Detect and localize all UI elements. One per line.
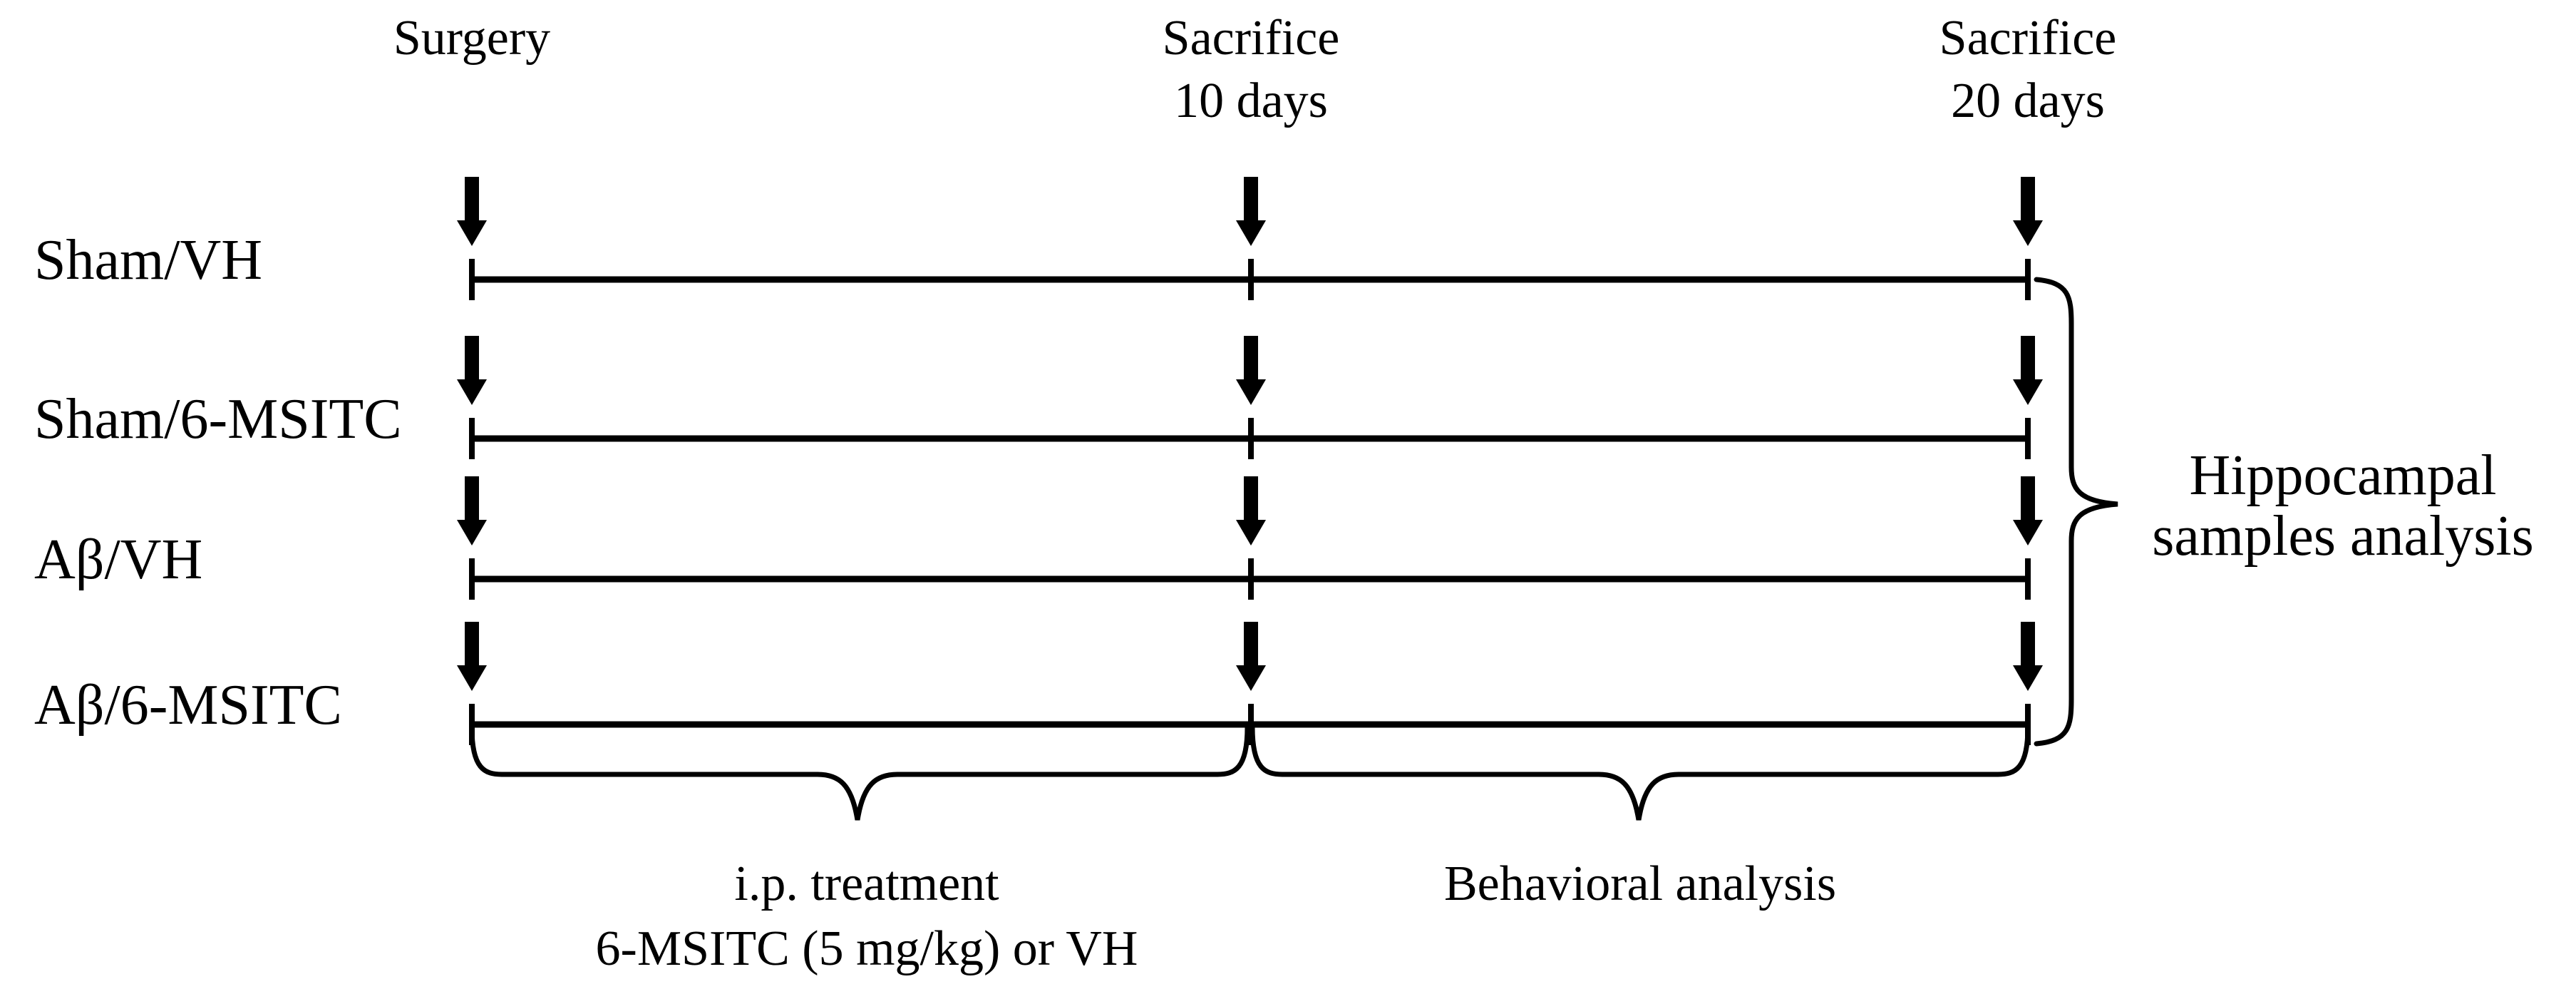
down-arrow-shaft: [465, 177, 479, 222]
treatment-line1: i.p. treatment: [734, 856, 999, 911]
timepoint-tick: [2025, 558, 2031, 600]
timepoint-tick: [469, 558, 475, 600]
hippocampal-line2: samples analysis: [2152, 505, 2534, 568]
group-label-abeta-vh: Aβ/VH: [34, 528, 203, 591]
down-arrow-head: [1236, 220, 1266, 246]
hippocampal-annotation: Hippocampal samples analysis: [2152, 446, 2533, 567]
timepoint-label-sacrifice-10-days: Sacrifice 10 days: [1163, 7, 1340, 133]
down-arrow-head: [457, 665, 487, 691]
treatment-period-brace: [469, 724, 1250, 821]
down-arrow-head: [2013, 520, 2043, 545]
group-label-sham-6msitc: Sham/6-MSITC: [34, 388, 402, 451]
down-arrow-shaft: [1244, 177, 1258, 222]
timepoint-title: Sacrifice: [1162, 11, 1340, 66]
timepoint-label-sacrifice-20-days: Sacrifice 20 days: [1939, 7, 2117, 133]
group-label-sham-vh: Sham/VH: [34, 229, 262, 292]
timepoint-tick: [1248, 558, 1254, 600]
timepoint-tick: [1248, 418, 1254, 459]
down-arrow-shaft: [2021, 622, 2035, 667]
down-arrow-shaft: [465, 622, 479, 667]
group-label-abeta-6msitc: Aβ/6-MSITC: [34, 674, 342, 737]
timepoint-tick: [469, 418, 475, 459]
behavioral-period-brace: [1250, 724, 2031, 821]
timepoint-subtitle: 10 days: [1174, 73, 1328, 128]
down-arrow-head: [2013, 665, 2043, 691]
down-arrow-shaft: [2021, 336, 2035, 381]
down-arrow-shaft: [2021, 476, 2035, 521]
down-arrow-head: [1236, 520, 1266, 545]
down-arrow-head: [1236, 665, 1266, 691]
down-arrow-shaft: [1244, 336, 1258, 381]
timepoint-label-surgery: Surgery: [393, 7, 550, 70]
down-arrow-shaft: [1244, 622, 1258, 667]
treatment-annotation: i.p. treatment 6-MSITC (5 mg/kg) or VH: [596, 851, 1138, 981]
hippocampal-samples-brace: [2034, 277, 2118, 747]
timepoint-tick: [469, 704, 475, 745]
down-arrow-head: [457, 520, 487, 545]
timepoint-tick: [2025, 418, 2031, 459]
timepoint-title: Surgery: [393, 11, 551, 66]
down-arrow-shaft: [465, 476, 479, 521]
down-arrow-shaft: [1244, 476, 1258, 521]
timepoint-tick: [1248, 704, 1254, 745]
down-arrow-shaft: [2021, 177, 2035, 222]
down-arrow-head: [2013, 220, 2043, 246]
hippocampal-line1: Hippocampal: [2189, 444, 2497, 507]
down-arrow-head: [2013, 379, 2043, 405]
down-arrow-head: [1236, 379, 1266, 405]
timepoint-tick: [2025, 704, 2031, 745]
timepoint-tick: [469, 259, 475, 300]
down-arrow-head: [457, 220, 487, 246]
timepoint-subtitle: 20 days: [1951, 73, 2105, 128]
behavioral-analysis-annotation: Behavioral analysis: [1444, 851, 1836, 916]
timepoint-tick: [1248, 259, 1254, 300]
down-arrow-head: [457, 379, 487, 405]
behavior-label: Behavioral analysis: [1443, 856, 1837, 911]
treatment-line2: 6-MSITC (5 mg/kg) or VH: [595, 921, 1138, 976]
timepoint-title: Sacrifice: [1939, 11, 2117, 66]
down-arrow-shaft: [465, 336, 479, 381]
timepoint-tick: [2025, 259, 2031, 300]
